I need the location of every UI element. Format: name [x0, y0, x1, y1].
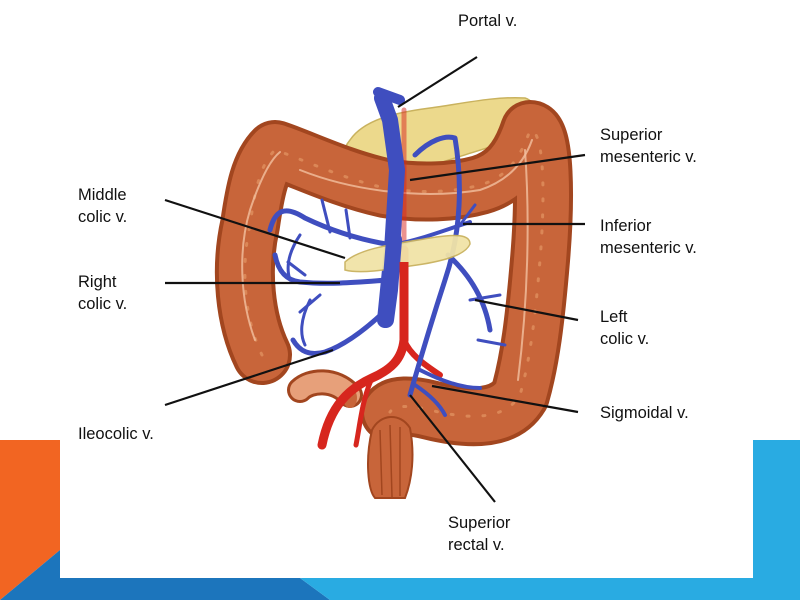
rectum [367, 416, 414, 499]
label-left-colic-vein: Left colic v. [600, 308, 650, 348]
leader-line-superior-mesenteric [409, 153, 586, 182]
label-inferior-mesenteric-vein: Inferior mesenteric v. [600, 217, 697, 257]
blue-bottom-shape [300, 578, 800, 600]
leader-line-portal [397, 56, 478, 108]
label-sigmoidal-vein: Sigmoidal v. [600, 404, 689, 422]
colon [214, 100, 573, 447]
orange-corner-shape [0, 440, 60, 600]
leader-line-superior-rectal [409, 394, 496, 503]
label-portal-vein: Portal v. [458, 12, 518, 30]
dark-blue-bottom-shape [0, 550, 330, 600]
label-right-colic-vein: Right colic v. [78, 273, 128, 313]
label-middle-colic-vein: Middle colic v. [78, 186, 128, 226]
label-superior-rectal-vein: Superior rectal v. [448, 514, 511, 554]
leader-line-left-colic [474, 298, 579, 322]
leader-lines [164, 56, 586, 503]
leader-line-ileocolic [164, 348, 334, 407]
leader-line-sigmoidal [431, 384, 579, 414]
label-ileocolic-vein: Ileocolic v. [78, 425, 154, 443]
leader-line-middle-colic [164, 198, 346, 260]
blue-right-shape [753, 440, 800, 600]
label-superior-mesenteric-vein: Superior mesenteric v. [600, 126, 697, 166]
